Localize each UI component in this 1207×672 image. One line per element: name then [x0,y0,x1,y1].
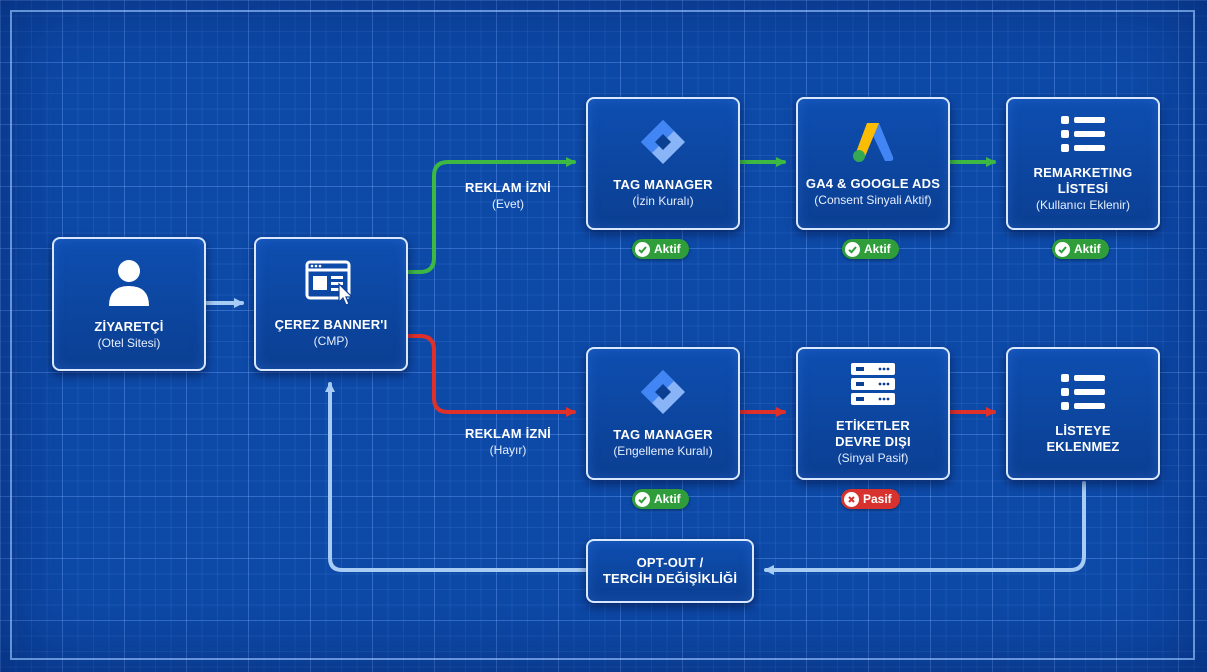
x-icon [844,491,859,507]
list-icon [1059,114,1107,159]
tags-disabled-title-line2: DEVRE DIŞI [835,434,911,449]
opt-out-title-line2: TERCİH DEĞİŞİKLİĞİ [602,571,738,586]
ga4-google-ads-node: GA4 & GOOGLE ADS (Consent Sinyali Aktif) [796,97,950,230]
tag-manager-block-subtitle: (Engelleme Kuralı) [613,444,713,458]
status-text: Aktif [654,242,681,256]
remarketing-title-line1: REMARKETING [1033,165,1133,180]
tag-manager-block-node: TAG MANAGER (Engelleme Kuralı) [586,347,740,480]
consent-yes-title: REKLAM İZNİ [465,180,551,195]
arrow-banner-to-no [406,334,576,417]
check-icon [845,241,860,257]
consent-yes-label: REKLAM İZNİ (Evet) [448,180,568,212]
list-icon [1059,372,1107,417]
cookie-banner-subtitle: (CMP) [313,333,349,348]
status-text: Aktif [654,492,681,506]
status-badge-remarketing: Aktif [1052,239,1109,259]
cookie-banner-title: ÇEREZ BANNER'I [274,316,388,332]
tag-manager-block-title: TAG MANAGER [613,427,713,442]
arrow-list-to-optout [764,481,1086,575]
tag-manager-allow-title: TAG MANAGER [613,177,713,192]
status-text: Pasif [863,492,892,506]
visitor-node: ZİYARETÇİ (Otel Sitesi) [52,237,206,371]
status-badge-tags-disabled: Pasif [841,489,900,509]
blueprint-frame [10,10,1195,660]
tag-manager-icon [639,368,687,421]
not-listed-title-line1: LİSTEYE [1055,423,1111,438]
tags-disabled-node: ETİKETLER DEVRE DIŞI (Sinyal Pasif) [796,347,950,480]
visitor-subtitle: (Otel Sitesi) [97,335,161,350]
ga4-subtitle: (Consent Sinyali Aktif) [814,193,932,207]
cookie-banner-icon [305,260,357,311]
google-ads-icon [850,119,896,170]
consent-no-subtitle: (Hayır) [489,443,527,457]
status-text: Aktif [1074,242,1101,256]
check-icon [1055,241,1070,257]
user-icon [107,258,151,313]
status-badge-tm-allow: Aktif [632,239,689,259]
visitor-title: ZİYARETÇİ [94,318,164,334]
consent-yes-subtitle: (Evet) [491,197,524,211]
remarketing-title-line2: LİSTESİ [1057,181,1109,196]
opt-out-node: OPT-OUT / TERCİH DEĞİŞİKLİĞİ [586,539,754,603]
ga4-title: GA4 & GOOGLE ADS [805,176,941,191]
check-icon [635,491,650,507]
remarketing-list-node: REMARKETING LİSTESİ (Kullanıcı Eklenir) [1006,97,1160,230]
not-listed-node: LİSTEYE EKLENMEZ [1006,347,1160,480]
opt-out-title-line1: OPT-OUT / [636,555,704,570]
check-icon [635,241,650,257]
remarketing-subtitle: (Kullanıcı Eklenir) [1035,198,1131,212]
tags-disabled-title-line1: ETİKETLER [835,418,911,433]
tags-disabled-subtitle: (Sinyal Pasif) [837,451,909,465]
tag-manager-allow-subtitle: (İzin Kuralı) [632,194,694,208]
status-badge-ga4: Aktif [842,239,899,259]
arrow-optout-to-banner [325,382,588,572]
status-text: Aktif [864,242,891,256]
status-badge-tm-block: Aktif [632,489,689,509]
server-icon [849,361,897,412]
tag-manager-icon [639,118,687,171]
consent-no-title: REKLAM İZNİ [465,426,551,441]
consent-no-label: REKLAM İZNİ (Hayır) [448,426,568,458]
tag-manager-allow-node: TAG MANAGER (İzin Kuralı) [586,97,740,230]
cookie-banner-node: ÇEREZ BANNER'I (CMP) [254,237,408,371]
not-listed-title-line2: EKLENMEZ [1046,439,1120,454]
arrow-banner-to-yes [406,157,576,274]
